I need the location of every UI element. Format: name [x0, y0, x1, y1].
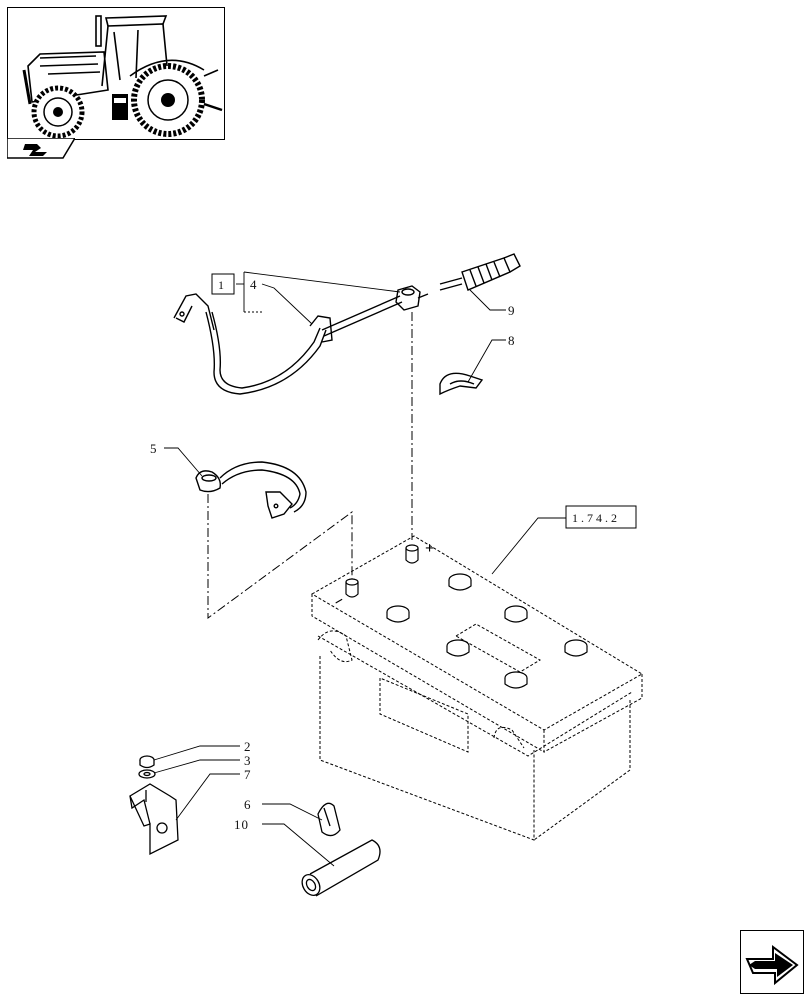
negative-battery-cable [195, 461, 307, 519]
section-tab-icon [6, 137, 77, 159]
protective-hose-part-10 [301, 839, 381, 897]
reference-box-1 [211, 273, 235, 295]
washer-part-3 [138, 769, 156, 779]
assembly-lines [207, 312, 413, 619]
tractor-icon [22, 15, 223, 139]
cable-strap-part-8 [439, 372, 484, 396]
callout-7: 7 [244, 767, 252, 782]
callout-3: 3 [244, 753, 252, 768]
positive-battery-cable [173, 285, 429, 395]
next-page-arrow-icon [745, 945, 799, 986]
next-page-button[interactable] [740, 930, 804, 994]
tractor-thumbnail [7, 7, 225, 140]
reference-1-label: 1 [218, 278, 227, 292]
callout-8: 8 [508, 333, 516, 348]
battery-terminals [345, 544, 419, 598]
rear-wheel [131, 63, 205, 137]
bracket-part-7 [129, 783, 179, 856]
callout-4: 4 [250, 277, 258, 292]
battery-cell-caps [386, 573, 588, 689]
reference-box-battery[interactable] [565, 505, 637, 529]
callout-5: 5 [150, 441, 158, 456]
callout-leaders [153, 271, 566, 867]
positive-terminal-symbol: + [425, 540, 434, 557]
terminal-sleeve-part-9 [439, 253, 521, 291]
callout-6: 6 [244, 797, 252, 812]
battery [311, 535, 643, 841]
negative-terminal-symbol: − [331, 592, 347, 611]
callout-2: 2 [244, 739, 252, 754]
section-tab [6, 137, 77, 159]
clip-part-6 [317, 802, 341, 837]
callout-9: 9 [508, 303, 516, 318]
reference-battery-label: 1.74.2 [572, 511, 620, 525]
front-wheel [31, 85, 85, 139]
callout-10: 10 [234, 817, 249, 832]
nut-part-2 [139, 755, 155, 769]
